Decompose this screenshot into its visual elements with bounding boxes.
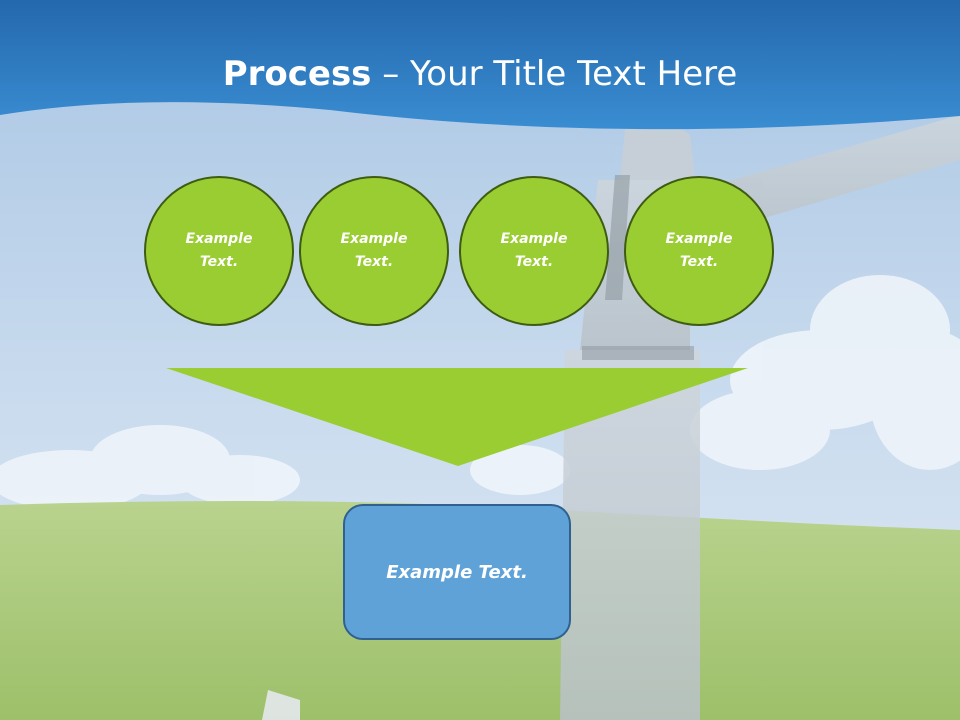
step-circle-1: Example Text. <box>144 176 294 326</box>
step-label: Example Text. <box>665 231 733 270</box>
result-box: Example Text. <box>343 504 571 640</box>
step-circle-2: Example Text. <box>299 176 449 326</box>
title-bold-part: Process <box>222 54 372 94</box>
funnel-arrow <box>166 368 748 466</box>
step-label: Example Text. <box>500 231 568 270</box>
step-label: Example Text. <box>185 231 253 270</box>
step-circle-3: Example Text. <box>459 176 609 326</box>
title-rest-part: – Your Title Text Here <box>371 54 738 94</box>
step-label: Example Text. <box>340 231 408 270</box>
clouds <box>0 275 960 510</box>
page-title: Process – Your Title Text Here <box>0 52 960 96</box>
step-circle-4: Example Text. <box>624 176 774 326</box>
header-banner <box>0 0 960 130</box>
result-label: Example Text. <box>386 561 528 583</box>
